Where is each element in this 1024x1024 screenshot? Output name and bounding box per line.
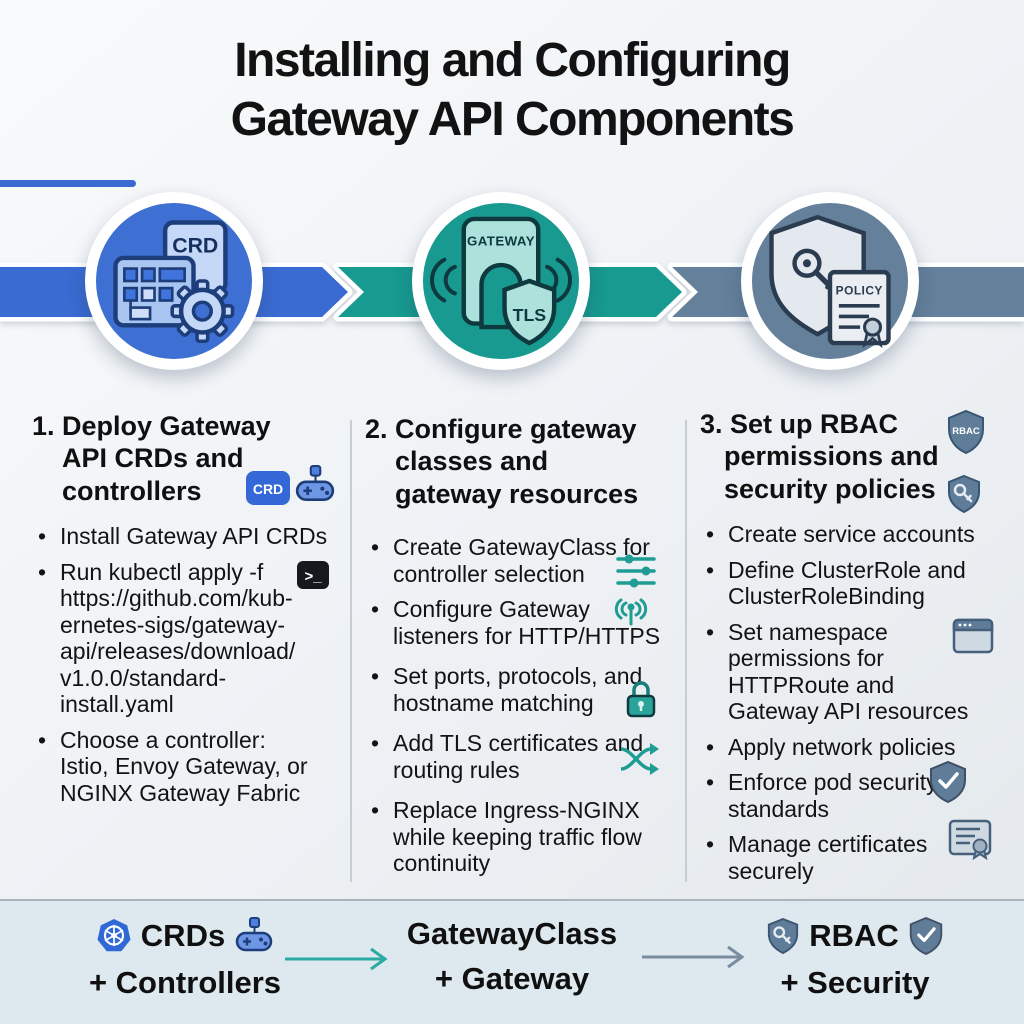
bullet-item: Run kubectl apply -f https://github.com/…	[32, 559, 350, 718]
column-step3: 3. Set up RBAC permissions and security …	[700, 408, 1020, 893]
summary-footer	[0, 899, 1024, 1024]
bullet-item: Create service accounts	[700, 521, 1020, 548]
kubernetes-icon	[97, 919, 131, 952]
bullet-item: Add TLS certificates and routing rules	[365, 730, 683, 783]
bullet-item: Replace Ingress-NGINX while keeping traf…	[365, 797, 683, 877]
step3-circle: POLICY	[741, 192, 919, 370]
step1-bullet-list: Install Gateway API CRDs Run kubectl app…	[32, 523, 350, 806]
bullet-item: Apply network policies	[700, 734, 1020, 761]
padlock-icon	[626, 681, 656, 718]
bullet-item: Manage certificates securely	[700, 831, 1020, 884]
terminal-icon: >_	[297, 561, 329, 589]
column-divider-2	[685, 420, 687, 882]
footer-step-crds: CRDs + Controllers	[60, 916, 310, 1001]
step3-bullet-list: Create service accounts Define ClusterRo…	[700, 521, 1020, 884]
browser-window-icon	[952, 618, 994, 654]
bullet-item: Enforce pod security standards	[700, 769, 1020, 822]
step1-circle: CRD	[85, 192, 263, 370]
step2-heading: 2. Configure gateway classes and gateway…	[365, 414, 639, 509]
footer-step2-subtitle: + Gateway	[434, 961, 590, 996]
step2-bullet-list: Create GatewayClass for controller selec…	[365, 534, 683, 877]
tls-shield-label: TLS	[513, 305, 547, 325]
arrow-right-gray-icon	[642, 945, 745, 969]
game-controller-icon	[295, 465, 335, 502]
ribbon-accent-left	[0, 180, 136, 187]
signal-waves-icon	[430, 257, 572, 303]
gateway-arch-label: GATEWAY	[467, 234, 535, 249]
bullet-item: Configure Gateway listeners for HTTP/HTT…	[365, 596, 683, 649]
terminal-prompt-glyph: >_	[304, 568, 322, 585]
shuffle-icon	[620, 743, 659, 775]
bullet-item: Define ClusterRole and ClusterRoleBindin…	[700, 557, 1020, 610]
policy-document-icon: POLICY	[827, 269, 891, 349]
footer-step3-subtitle: + Security	[780, 965, 930, 1000]
step2-circle: GATEWAY TLS	[412, 192, 590, 370]
shield-check-icon	[930, 760, 966, 804]
shield-key-icon	[948, 474, 980, 514]
rbac-shield-label: RBAC	[952, 426, 980, 437]
tls-shield-icon: TLS	[502, 278, 557, 346]
bullet-item: Set namespace permissions for HTTPRoute …	[700, 619, 1020, 725]
crd-badge-label: CRD	[253, 481, 283, 497]
bullet-item: Set ports, protocols, and hostname match…	[365, 663, 683, 716]
crd-badge-icon: CRD	[246, 471, 290, 505]
column-step1: 1. Deploy Gateway API CRDs and controlle…	[32, 410, 350, 815]
column-divider-1	[350, 420, 352, 882]
game-controller-icon	[235, 917, 273, 952]
shield-check-icon	[909, 917, 942, 955]
footer-step-rbac: RBAC + Security	[730, 916, 980, 1001]
gear-icon	[170, 279, 235, 344]
page-title: Installing and Configuring Gateway API C…	[230, 34, 795, 146]
policy-doc-label: POLICY	[836, 283, 883, 297]
column-step2: 2. Configure gateway classes and gateway…	[365, 413, 683, 886]
certificate-icon	[948, 819, 992, 860]
footer-step2-title: GatewayClass	[406, 916, 618, 951]
bullet-item: Choose a controller: Istio, Envoy Gatewa…	[32, 727, 350, 807]
arrow-right-teal-icon	[285, 947, 388, 971]
footer-step-gatewayclass: GatewayClass + Gateway	[387, 916, 637, 997]
sliders-icon	[616, 554, 656, 588]
footer-step3-title: RBAC	[809, 918, 899, 953]
rbac-shield-icon: RBAC	[948, 409, 984, 455]
step1-heading: 1. Deploy Gateway API CRDs and controlle…	[32, 411, 271, 506]
bullet-item: Install Gateway API CRDs	[32, 523, 350, 550]
footer-step1-title: CRDs	[140, 918, 226, 953]
crd-doc-label: CRD	[172, 234, 218, 258]
bullet-item: Create GatewayClass for controller selec…	[365, 534, 683, 587]
step3-heading: 3. Set up RBAC permissions and security …	[700, 409, 939, 504]
shield-key-icon	[768, 917, 799, 955]
footer-step1-subtitle: + Controllers	[88, 965, 282, 1000]
broadcast-icon	[614, 598, 648, 626]
